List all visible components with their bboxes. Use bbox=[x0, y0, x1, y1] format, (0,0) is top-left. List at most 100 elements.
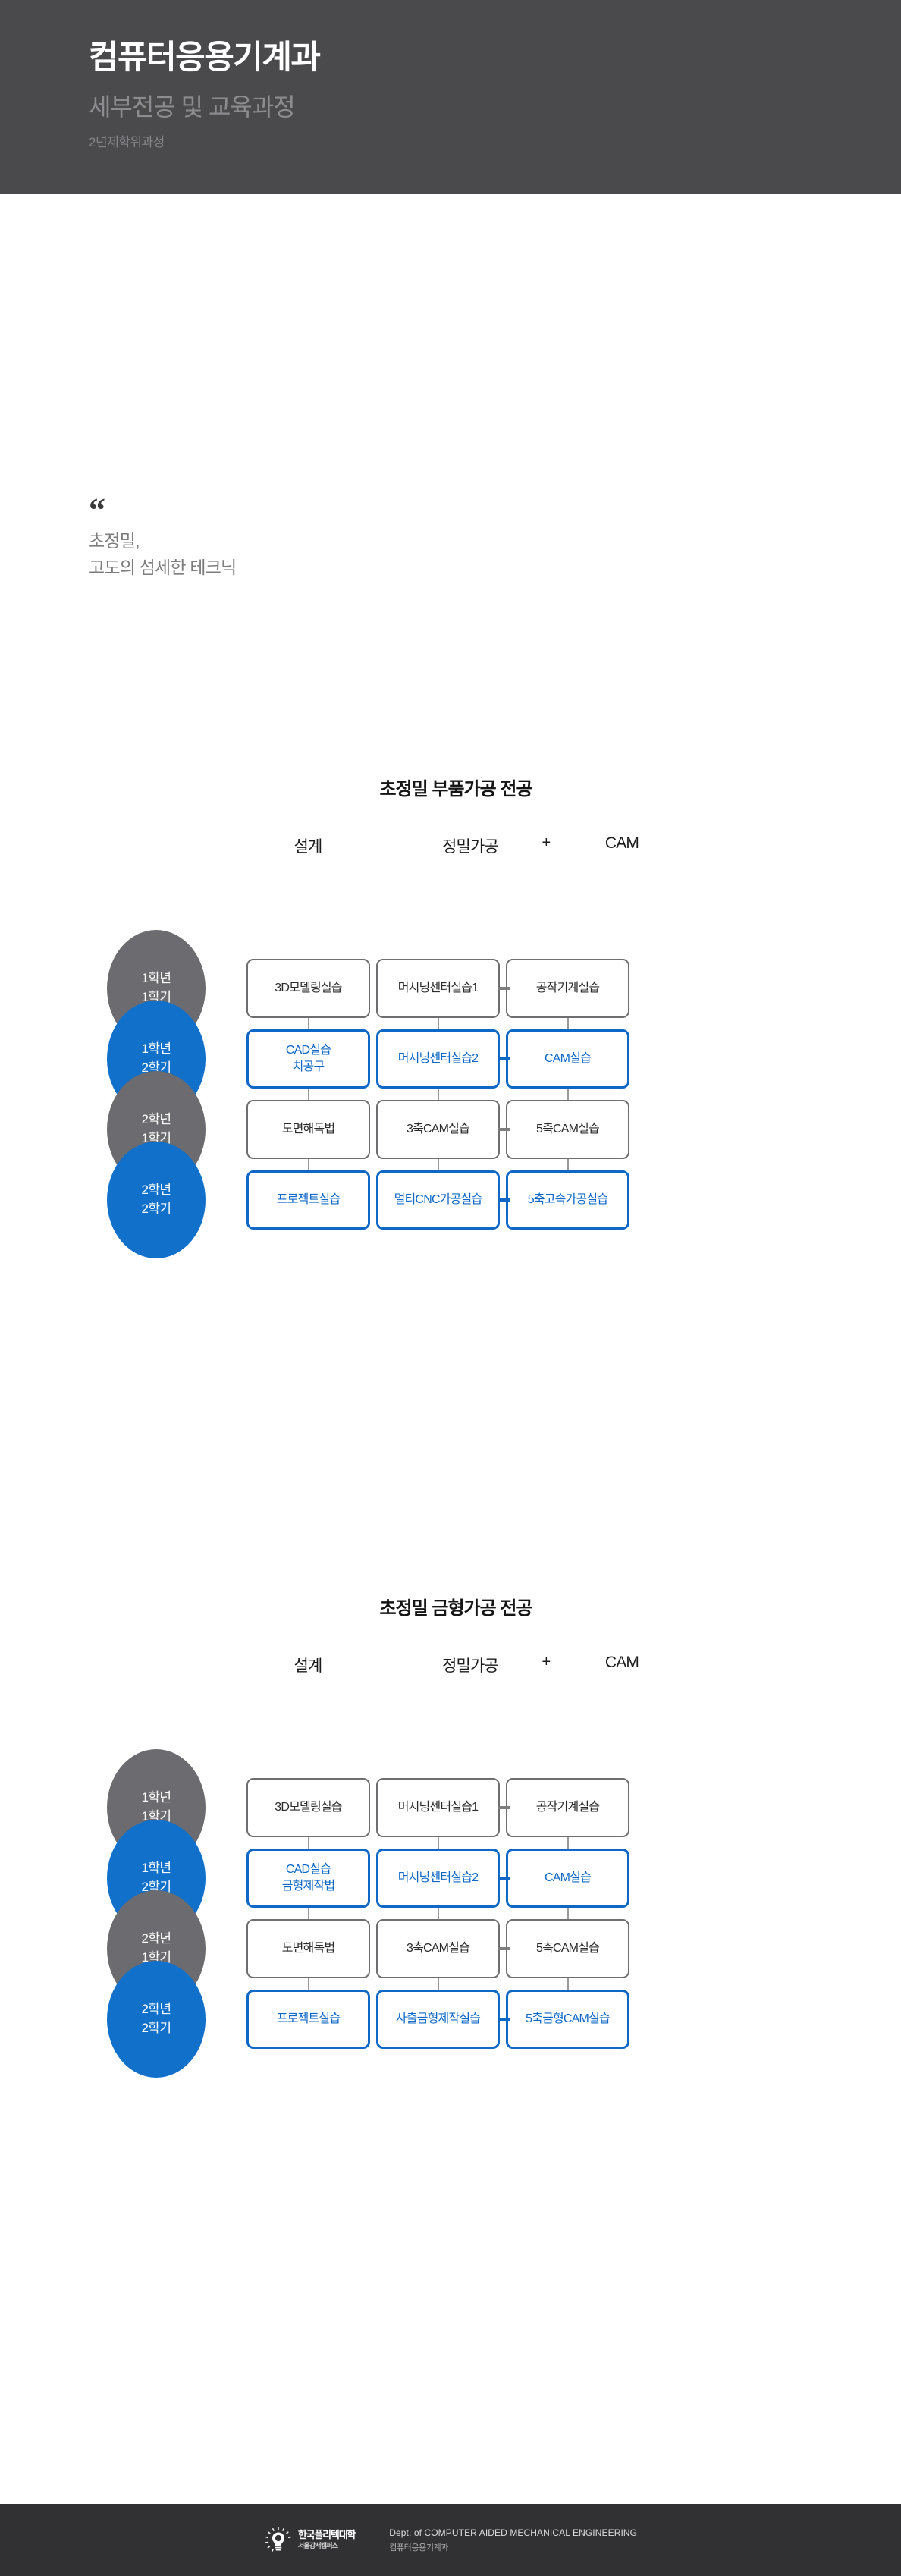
page-footer: 한국폴리텍대학 서울강서캠퍼스 Dept. of COMPUTER AIDED … bbox=[0, 2504, 901, 2576]
connector-line-horizontal bbox=[498, 1947, 510, 1950]
connector-line-vertical bbox=[437, 1977, 439, 1991]
footer-department-ko: 컴퓨터응용기계과 bbox=[389, 2543, 448, 2552]
connector-line-vertical bbox=[307, 1906, 309, 1921]
semester-year-label: 2학년 bbox=[141, 1931, 172, 1946]
degree-program-label: 2년제학위과정 bbox=[89, 135, 165, 150]
course-label: 멀티CNC가공실습 bbox=[394, 1193, 483, 1207]
connector-line-vertical bbox=[567, 1836, 569, 1850]
quote-block: “ 초정밀, 고도의 섬세한 테크닉 bbox=[89, 492, 620, 580]
quote-mark-icon: “ bbox=[89, 492, 105, 529]
semester-year-label: 2학년 bbox=[141, 1183, 172, 1198]
course-label: CAD실습 bbox=[285, 1863, 331, 1877]
header-text-block: 컴퓨터응용기계과 세부전공 및 교육과정 2년제학위과정 bbox=[89, 39, 771, 150]
column-header-plus: + bbox=[542, 834, 551, 851]
connector-line-vertical bbox=[437, 1836, 439, 1850]
quote-line-2: 고도의 섬세한 테크닉 bbox=[89, 557, 237, 577]
column-header-cam: CAM bbox=[604, 1654, 639, 1671]
course-label: 3축CAM실습 bbox=[406, 1123, 470, 1136]
course-label-secondary: 치공구 bbox=[292, 1060, 325, 1073]
course-label: 도면해독법 bbox=[281, 1123, 335, 1136]
semester-year-label: 1학년 bbox=[141, 1790, 172, 1805]
course-box[interactable]: 도면해독법 bbox=[246, 1919, 370, 1978]
connector-line-horizontal bbox=[498, 1057, 510, 1060]
connector-line-horizontal bbox=[498, 1198, 510, 1202]
column-header-design: 설계 bbox=[294, 1657, 322, 1675]
column-header-cam: CAM bbox=[604, 834, 639, 852]
section-title: 초정밀 금형가공 전공 bbox=[379, 1598, 532, 1619]
semester-term-label: 2학기 bbox=[141, 2021, 172, 2035]
semester-term-label: 2학기 bbox=[141, 1202, 172, 1216]
course-box[interactable]: 머시닝센터실습1 bbox=[376, 1778, 500, 1837]
course-label-secondary: 금형제작법 bbox=[281, 1880, 335, 1893]
course-box[interactable]: 5축CAM실습 bbox=[506, 1100, 629, 1159]
quote-line-1: 초정밀, bbox=[89, 531, 140, 551]
course-box[interactable]: 3축CAM실습 bbox=[376, 1100, 500, 1159]
course-label: CAM실습 bbox=[545, 1871, 592, 1885]
course-box[interactable]: 5축고속가공실습 bbox=[506, 1170, 629, 1230]
course-label: 5축금형CAM실습 bbox=[526, 2012, 611, 2026]
course-label: 3D모델링실습 bbox=[275, 1801, 342, 1814]
university-logo: 한국폴리텍대학 서울강서캠퍼스 bbox=[264, 2526, 356, 2555]
logo-university-name: 한국폴리텍대학 bbox=[297, 2529, 356, 2541]
course-label: 프로젝트실습 bbox=[276, 2012, 341, 2026]
course-label: 프로젝트실습 bbox=[276, 1193, 341, 1207]
column-header-precision: 정밀가공 bbox=[441, 1657, 499, 1675]
connector-line-vertical bbox=[437, 1016, 439, 1031]
course-box[interactable]: 5축금형CAM실습 bbox=[506, 1990, 629, 2049]
column-header-plus: + bbox=[542, 1654, 551, 1670]
course-box[interactable]: 5축CAM실습 bbox=[506, 1919, 629, 1978]
connector-line-horizontal bbox=[498, 987, 510, 990]
page-title: 컴퓨터응용기계과 bbox=[89, 39, 321, 76]
course-label: 5축CAM실습 bbox=[535, 1942, 600, 1956]
connector-line-vertical bbox=[567, 1977, 569, 1991]
course-label: 머시닝센터실습1 bbox=[397, 1801, 479, 1814]
course-label: 사출금형제작실습 bbox=[395, 2012, 481, 2026]
course-box[interactable]: 프로젝트실습 bbox=[246, 1990, 370, 2049]
course-label: CAD실습 bbox=[285, 1044, 331, 1057]
connector-line-vertical bbox=[437, 1906, 439, 1921]
connector-line-vertical bbox=[437, 1087, 439, 1101]
semester-year-label: 2학년 bbox=[141, 2002, 172, 2017]
course-box[interactable]: CAM실습 bbox=[506, 1029, 629, 1089]
semester-year-label: 2학년 bbox=[141, 1112, 172, 1127]
page-subtitle: 세부전공 및 교육과정 bbox=[89, 93, 296, 121]
course-box[interactable]: 머시닝센터실습1 bbox=[376, 959, 500, 1018]
course-box[interactable]: 프로젝트실습 bbox=[246, 1170, 370, 1230]
course-box[interactable]: 공작기계실습 bbox=[506, 959, 629, 1018]
footer-department-en: Dept. of COMPUTER AIDED MECHANICAL ENGIN… bbox=[389, 2527, 638, 2538]
course-box[interactable]: 3D모델링실습 bbox=[246, 1778, 370, 1837]
course-box[interactable]: 머시닝센터실습2 bbox=[376, 1029, 500, 1089]
course-label: 머시닝센터실습2 bbox=[397, 1871, 479, 1885]
course-box[interactable]: 사출금형제작실습 bbox=[376, 1990, 500, 2049]
course-box[interactable]: 공작기계실습 bbox=[506, 1778, 629, 1837]
connector-line-vertical bbox=[307, 1977, 309, 1991]
course-box[interactable]: CAM실습 bbox=[506, 1849, 629, 1908]
course-label: 5축CAM실습 bbox=[535, 1123, 600, 1136]
connector-line-vertical bbox=[307, 1836, 309, 1850]
course-box[interactable]: 도면해독법 bbox=[246, 1100, 370, 1159]
course-box[interactable]: 3축CAM실습 bbox=[376, 1919, 500, 1978]
course-label: 공작기계실습 bbox=[535, 1801, 600, 1814]
course-box[interactable]: 머시닝센터실습2 bbox=[376, 1849, 500, 1908]
connector-line-horizontal bbox=[498, 2018, 510, 2021]
course-box[interactable]: 3D모델링실습 bbox=[246, 959, 370, 1018]
connector-line-horizontal bbox=[498, 1128, 510, 1131]
course-box[interactable]: 멀티CNC가공실습 bbox=[376, 1170, 500, 1230]
polytech-lamp-icon bbox=[264, 2526, 293, 2555]
logo-campus-name: 서울강서캠퍼스 bbox=[297, 2541, 338, 2549]
section-title: 초정밀 부품가공 전공 bbox=[379, 779, 532, 800]
course-label: 3축CAM실습 bbox=[406, 1942, 470, 1956]
footer-department-text: Dept. of COMPUTER AIDED MECHANICAL ENGIN… bbox=[389, 2527, 637, 2553]
